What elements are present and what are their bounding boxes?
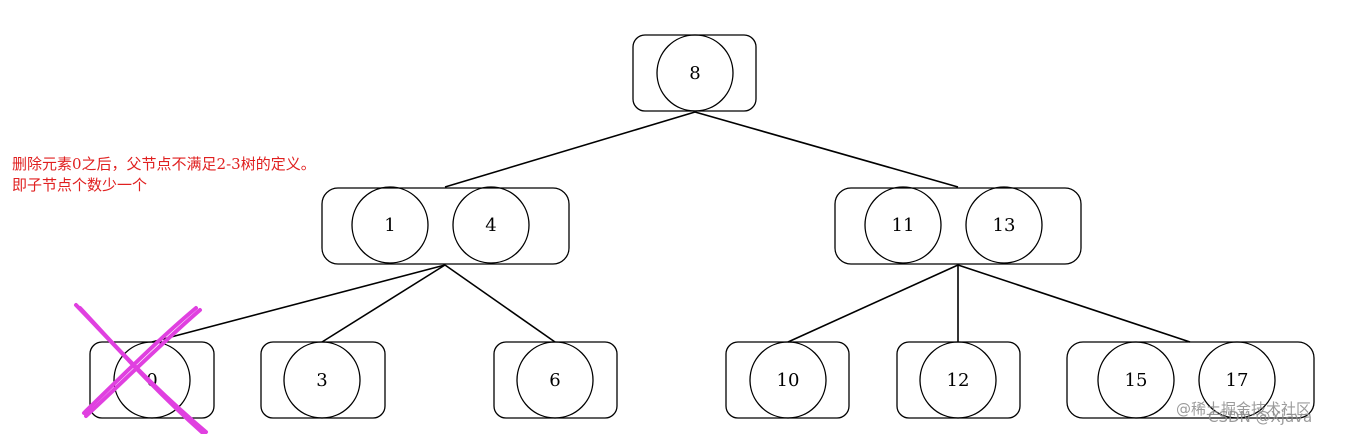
edge-left-leaf-6 [444,264,556,343]
node-right: 11 13 [834,186,1082,265]
key-circle [283,341,361,419]
key-circle [919,341,997,419]
edges [151,111,1191,343]
edge-right-leaf-15-17 [957,264,1191,343]
node-leaf-15-17: 15 17 [1066,341,1315,419]
node-key: 6 [549,370,560,391]
node-root: 8 [632,34,757,112]
key-circle [864,186,942,264]
delete-cross-mark [74,303,208,436]
key-circle [1097,341,1175,419]
node-leaf-6: 6 [493,341,618,419]
edge-right-leaf-10 [787,264,959,343]
watermark-csdn: CSDN @Xjava [1208,408,1313,426]
key-circle [452,186,530,264]
node-key: 13 [993,215,1016,236]
edge-root-left [444,111,696,188]
annotation-line-1: 删除元素0之后，父节点不满足2-3树的定义。 [12,155,316,173]
node-leaf-12: 12 [896,341,1021,419]
node-key: 15 [1125,370,1148,391]
watermark-juejin: @稀土掘金技术社区 [1176,400,1312,418]
node-key: 4 [485,215,496,236]
key-circle [516,341,594,419]
node-key: 3 [316,370,327,391]
node-leaf-10: 10 [725,341,850,419]
node-left: 1 4 [321,186,570,265]
key-circle [113,341,191,419]
node-key: 17 [1226,370,1249,391]
edge-left-leaf-0 [151,264,446,343]
key-circle [749,341,827,419]
key-circle [656,34,734,112]
node-key: 10 [777,370,800,391]
annotation-line-2: 即子节点个数少一个 [12,176,148,194]
node-key: 1 [384,215,395,236]
edge-root-right [694,111,959,188]
key-circle [351,186,429,264]
node-key: 11 [892,215,915,236]
key-circle [965,186,1043,264]
edge-left-leaf-3 [321,264,446,343]
node-key: 12 [947,370,970,391]
node-leaf-3: 3 [260,341,386,419]
key-circle [1198,341,1276,419]
node-key: 8 [689,63,700,84]
